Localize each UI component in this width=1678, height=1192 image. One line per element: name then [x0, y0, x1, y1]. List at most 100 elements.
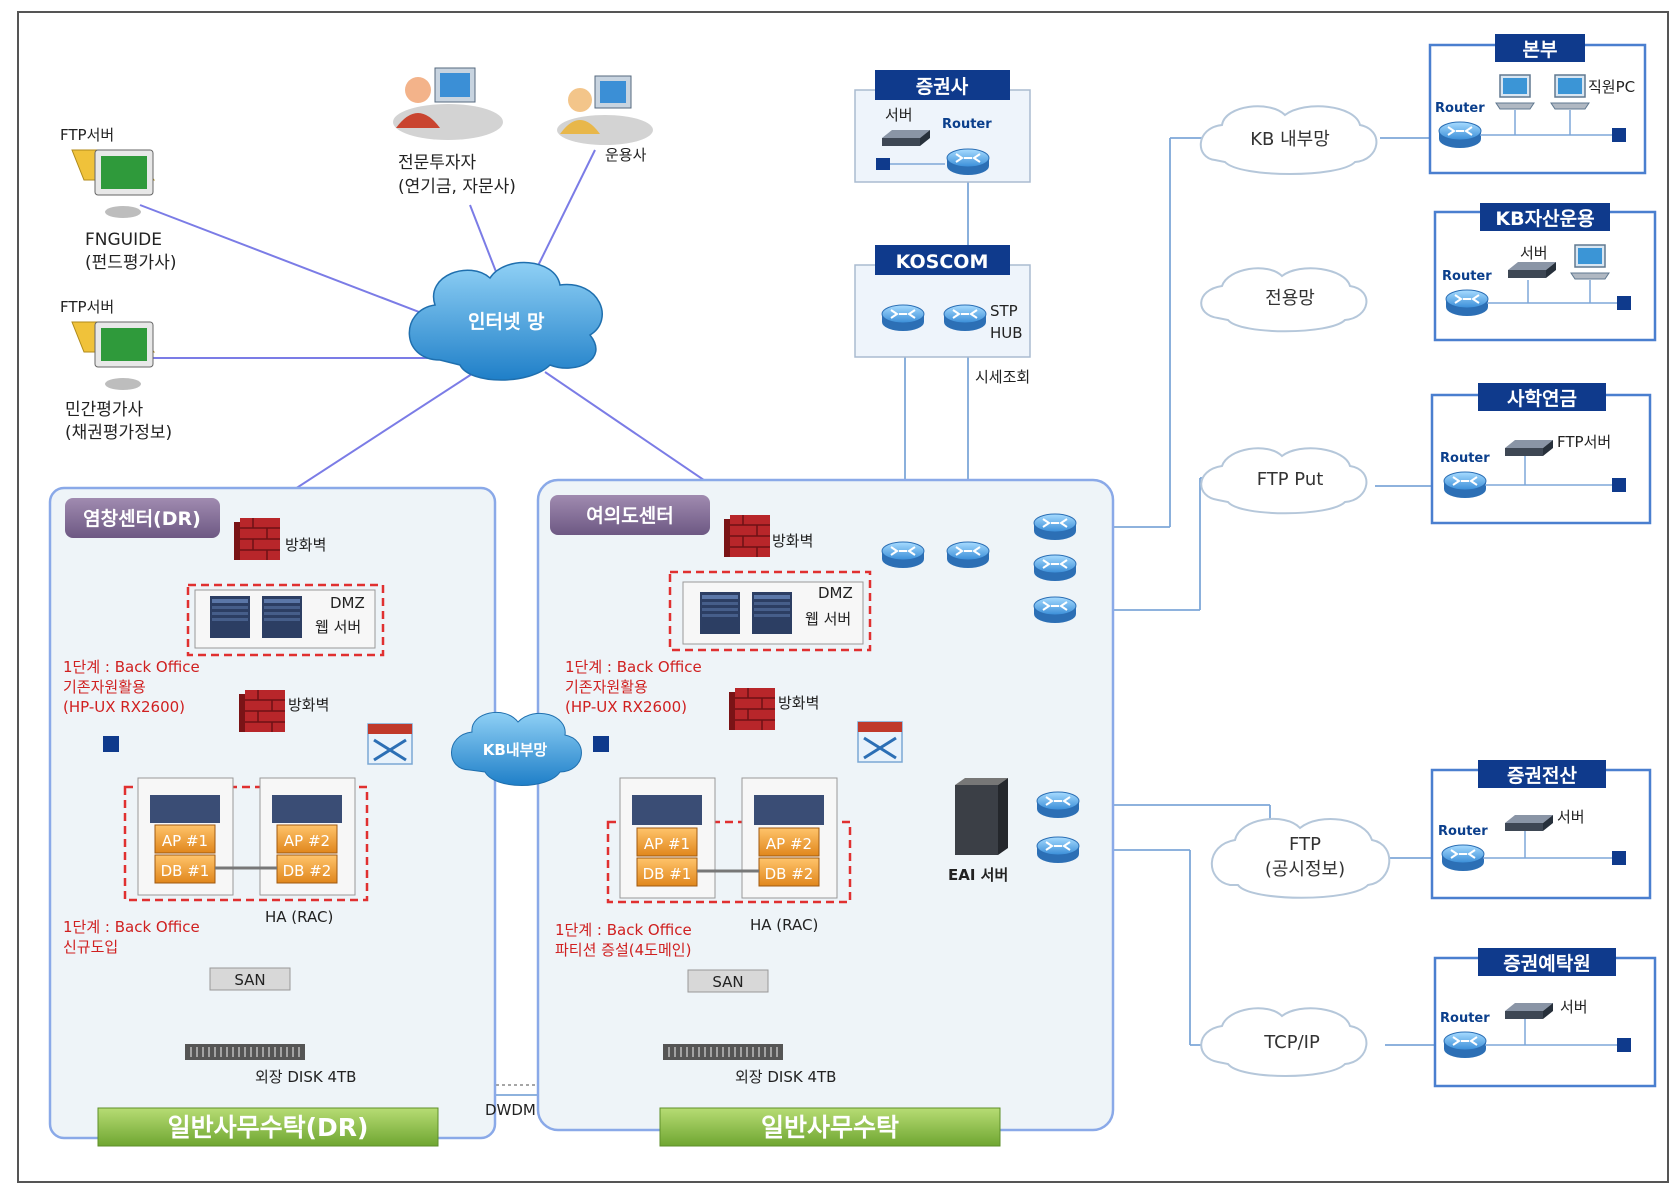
koscom-box: KOSCOM STP HUB 시세조회	[854, 245, 1031, 386]
user-pc-icon	[560, 75, 632, 134]
dr-center: 염창센터(DR) 방화벽 DMZ 웹 서버 1단계 : Back Office …	[48, 486, 497, 1147]
securities-box: 증권사 서버 Router	[854, 70, 1031, 183]
investor-desc: (연기금, 자문사)	[398, 177, 516, 197]
yeouido-stage1-hw: (HP-UX RX2600)	[565, 698, 687, 716]
site-hq-pc-label: 직원PC	[1588, 78, 1635, 96]
asset-manager-node: 운용사	[557, 75, 653, 164]
private-rating-name: 민간평가사	[65, 400, 144, 420]
yeouido-ha-label: HA (RAC)	[750, 916, 818, 934]
cloud-dedicated-label: 전용망	[1265, 288, 1315, 309]
site-hq: 본부 Router 직원PC	[1428, 34, 1647, 175]
koscom-title: KOSCOM	[896, 251, 989, 273]
site-private-school: 사학연금 Router FTP서버	[1430, 383, 1652, 525]
user-pc-icon	[396, 67, 476, 128]
pc-icon	[1550, 74, 1590, 110]
cloud-ftp-disclosure-label: FTP	[1289, 834, 1321, 855]
switch-icon	[856, 720, 904, 764]
router-icon	[1441, 844, 1485, 872]
router-icon	[1443, 471, 1487, 499]
router-icon	[1036, 836, 1080, 864]
site-kb-asset: KB자산운용 Router 서버	[1433, 203, 1657, 342]
securities-server-label: 서버	[885, 106, 913, 124]
yeouido-banner: 일반사무수탁	[761, 1113, 899, 1142]
web-server-icon	[752, 592, 792, 634]
dwdm-label: DWDM	[485, 1101, 536, 1119]
server-icon	[882, 130, 930, 146]
site-private-school-server-label: FTP서버	[1557, 433, 1611, 451]
router-icon	[881, 304, 925, 332]
router-icon	[946, 541, 990, 569]
cloud-dedicated: 전용망	[1200, 267, 1368, 333]
dr-disk-label: 외장 DISK 4TB	[255, 1068, 356, 1086]
firewall-icon	[723, 514, 771, 558]
cloud-kb-internal: KB 내부망	[1199, 105, 1378, 175]
router-icon	[1445, 289, 1489, 317]
dr-web-label: 웹 서버	[315, 618, 361, 636]
disk-icon	[184, 1043, 306, 1061]
yeouido-ap2: AP #2	[766, 835, 812, 853]
web-server-icon	[262, 596, 302, 638]
securities-title: 증권사	[916, 76, 969, 98]
yeouido-title: 여의도센터	[586, 505, 673, 527]
router-icon	[1036, 791, 1080, 819]
dr-db1: DB #1	[161, 862, 210, 880]
yeouido-center: 여의도센터 방화벽 DMZ 웹 서버 1단계 : Back Office 기존자…	[536, 478, 1115, 1147]
yeouido-san-label: SAN	[712, 973, 743, 991]
dr-center-title: 염창센터(DR)	[83, 508, 201, 530]
pc-icon	[1570, 244, 1610, 280]
asset-manager-label: 운용사	[605, 146, 647, 164]
router-label: Router	[1440, 451, 1490, 466]
web-server-icon	[700, 592, 740, 634]
cloud-kb-internal-label: KB 내부망	[1250, 129, 1330, 150]
securities-router-label: Router	[942, 117, 992, 132]
cloud-tcpip: TCP/IP	[1200, 1007, 1368, 1077]
yeouido-firewall2-label: 방화벽	[778, 694, 819, 712]
dr-san-label: SAN	[234, 971, 265, 989]
router-icon	[943, 304, 987, 332]
eai-server-icon	[955, 778, 1008, 855]
fnguide-node: FTP서버 FNGUIDE (펀드평가사)	[60, 126, 176, 273]
internet-cloud: 인터넷 망	[408, 261, 603, 381]
fnguide-name: FNGUIDE	[85, 230, 162, 250]
server-icon	[1508, 262, 1556, 278]
yeouido-stage1: 1단계 : Back Office	[565, 658, 702, 676]
yeouido-db1: DB #1	[643, 865, 692, 883]
router-label: Router	[1442, 269, 1492, 284]
server-icon	[1505, 815, 1553, 831]
cloud-ftp-put: FTP Put	[1200, 447, 1368, 515]
site-sec-computing-title: 증권전산	[1507, 765, 1577, 787]
ftp-server-label: FTP서버	[60, 298, 114, 316]
ftp-server-icon	[94, 321, 154, 390]
router-icon	[1033, 596, 1077, 624]
yeouido-stage1-sub: 기존자원활용	[565, 678, 648, 696]
koscom-hub: HUB	[990, 324, 1023, 342]
yeouido-dmz-label: DMZ	[818, 584, 853, 602]
site-depository: 증권예탁원 Router 서버	[1433, 948, 1657, 1088]
cloud-tcpip-label: TCP/IP	[1263, 1032, 1320, 1053]
router-icon	[1443, 1031, 1487, 1059]
dr-ha-label: HA (RAC)	[265, 908, 333, 926]
site-depository-title: 증권예탁원	[1503, 953, 1590, 975]
ftp-server-label: FTP서버	[60, 126, 114, 144]
pc-icon	[1495, 74, 1535, 110]
router-label: Router	[1435, 101, 1485, 116]
router-icon	[1033, 554, 1077, 582]
dr-db2: DB #2	[283, 862, 332, 880]
site-depository-server-label: 서버	[1560, 998, 1588, 1016]
dr-ap2: AP #2	[284, 832, 330, 850]
private-rating-desc: (채권평가정보)	[65, 423, 172, 443]
site-kb-asset-title: KB자산운용	[1495, 208, 1594, 230]
yeouido-server-1: AP #1 DB #1	[632, 795, 702, 887]
yeouido-ap1: AP #1	[644, 835, 690, 853]
yeouido-disk-label: 외장 DISK 4TB	[735, 1068, 836, 1086]
router-icon	[1033, 513, 1077, 541]
yeouido-server-2: AP #2 DB #2	[754, 795, 824, 887]
dr-stage1-hw: (HP-UX RX2600)	[63, 698, 185, 716]
server-icon	[1505, 1003, 1553, 1019]
site-kb-asset-server-label: 서버	[1520, 244, 1548, 262]
yeouido-web-label: 웹 서버	[805, 610, 851, 628]
router-icon	[881, 541, 925, 569]
cloud-ftp-disclosure-sub: (공시정보)	[1265, 859, 1345, 880]
yeouido-stage2: 1단계 : Back Office	[555, 921, 692, 939]
